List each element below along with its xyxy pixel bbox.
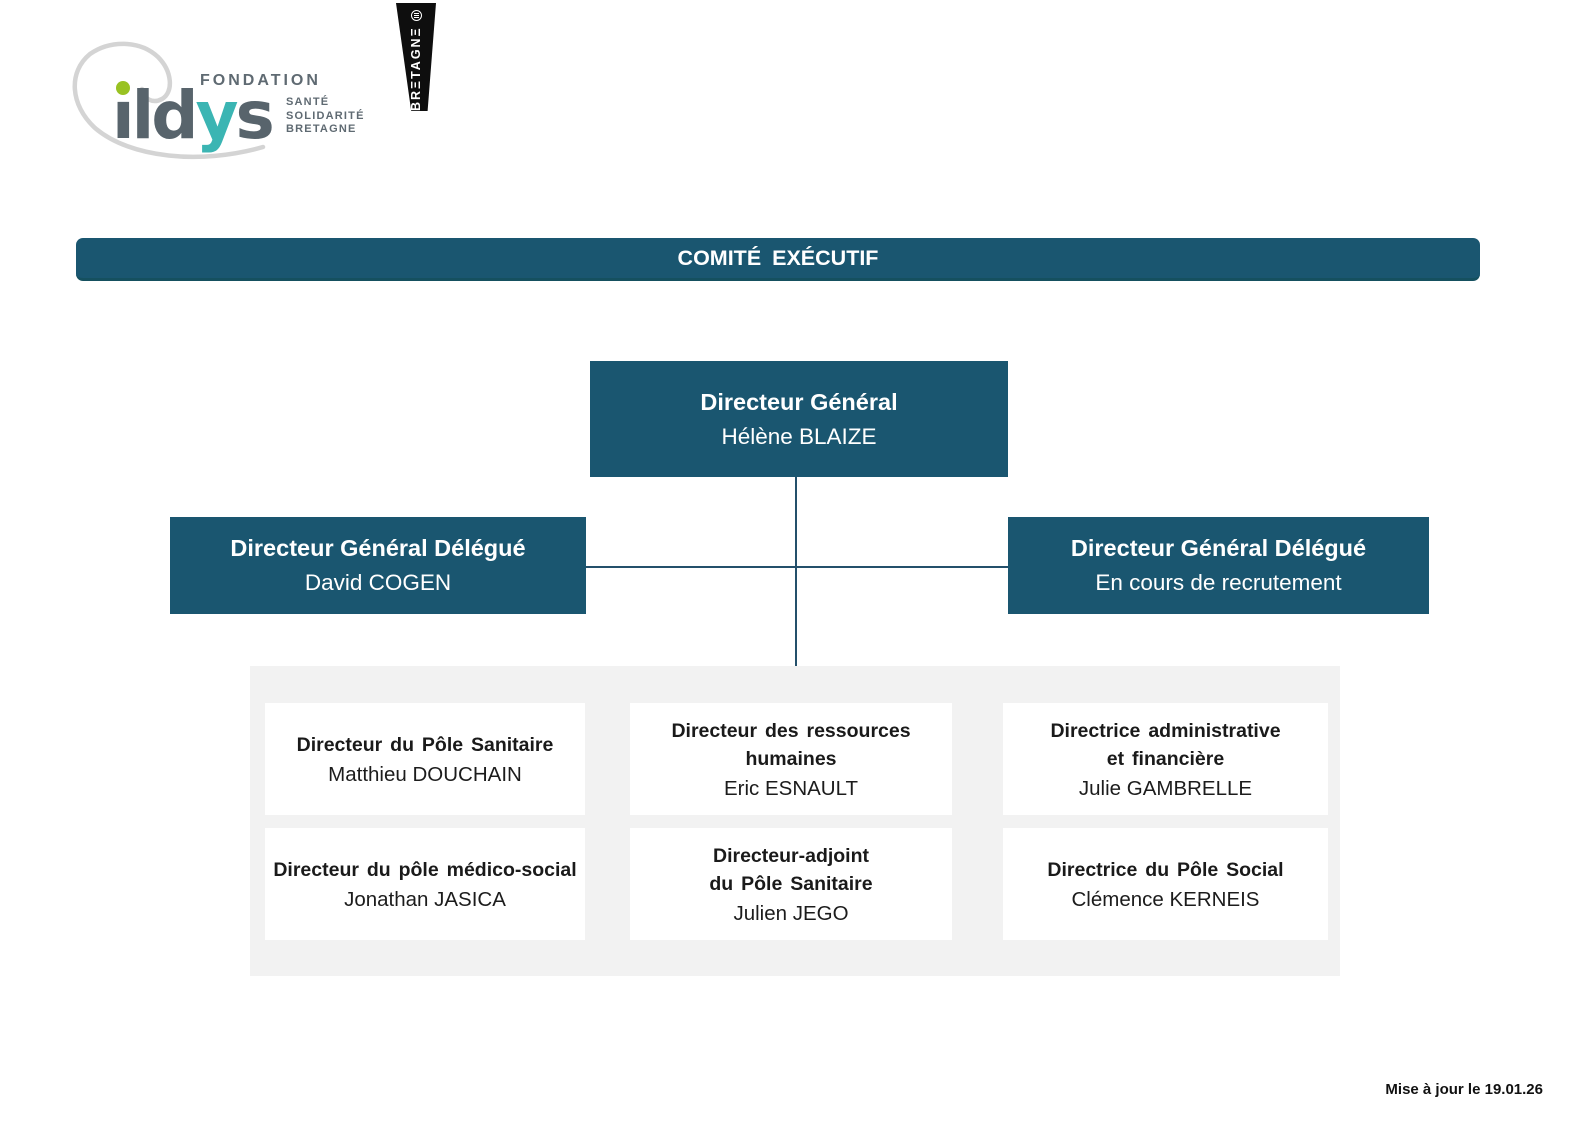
member-box-pole-social: Directrice du Pôle Social Clémence KERNE…	[1003, 828, 1328, 940]
committee-banner-title: COMITÉ EXÉCUTIF	[677, 245, 879, 270]
bretagne-registered-icon	[410, 10, 422, 21]
member-box-adjoint-pole-sanitaire: Directeur-adjoint du Pôle Sanitaire Juli…	[630, 828, 952, 940]
member-name: Matthieu DOUCHAIN	[328, 763, 522, 786]
member-name: Clémence KERNEIS	[1071, 888, 1260, 911]
member-box-pole-medico-social: Directeur du pôle médico-social Jonathan…	[265, 828, 585, 940]
committee-banner: COMITÉ EXÉCUTIF	[76, 238, 1480, 281]
org-box-name: David COGEN	[304, 570, 452, 595]
member-title: Directeur des ressources humaines	[671, 720, 911, 770]
bretagne-badge: BRΞTAGNΞ	[396, 3, 436, 111]
member-name: Julie GAMBRELLE	[1078, 777, 1253, 800]
org-box-directeur-general: Directeur Général Hélène BLAIZE	[590, 361, 1008, 477]
org-box-title: Directeur Général	[700, 388, 898, 415]
last-updated-label: Mise à jour le 19.01.26	[1385, 1081, 1543, 1098]
member-name: Eric ESNAULT	[723, 777, 859, 800]
member-title: Directeur-adjoint du Pôle Sanitaire	[709, 845, 873, 895]
member-title: Directeur du pôle médico-social	[273, 859, 577, 881]
member-box-ressources-humaines: Directeur des ressources humaines Eric E…	[630, 703, 952, 815]
ildys-logo-graphic: ıldys	[72, 41, 276, 160]
org-box-title: Directeur Général Délégué	[1070, 535, 1367, 561]
org-box-deputy-right: Directeur Général Délégué En cours de re…	[1008, 517, 1429, 614]
logo-fondation-label: FONDATION	[200, 72, 321, 89]
member-box-administrative-financiere: Directrice administrative et financière …	[1003, 703, 1328, 815]
member-box-pole-sanitaire: Directeur du Pôle Sanitaire Matthieu DOU…	[265, 703, 585, 815]
member-title: Directrice du Pôle Social	[1047, 859, 1284, 881]
connector-vertical	[795, 477, 797, 666]
member-title: Directrice administrative et financière	[1050, 720, 1281, 770]
logo-green-dot	[116, 81, 130, 95]
logo-spiral	[72, 41, 266, 160]
org-box-name: En cours de recrutement	[1095, 570, 1342, 595]
bretagne-badge-label: BRΞTAGNΞ	[409, 26, 423, 111]
member-title: Directeur du Pôle Sanitaire	[296, 734, 554, 756]
org-box-name: Hélène BLAIZE	[721, 423, 877, 449]
logo-tagline: SANTÉ SOLIDARITÉ BRETAGNE	[286, 96, 365, 135]
org-box-deputy-left: Directeur Général Délégué David COGEN	[170, 517, 586, 614]
connector-horizontal	[586, 566, 1008, 568]
ildys-logo: ıldys FONDATION SANTÉ SOLIDARITÉ BRETAGN…	[60, 35, 380, 170]
org-box-title: Directeur Général Délégué	[230, 535, 526, 561]
member-name: Jonathan JASICA	[344, 888, 506, 911]
member-name: Julien JEGO	[733, 902, 849, 925]
